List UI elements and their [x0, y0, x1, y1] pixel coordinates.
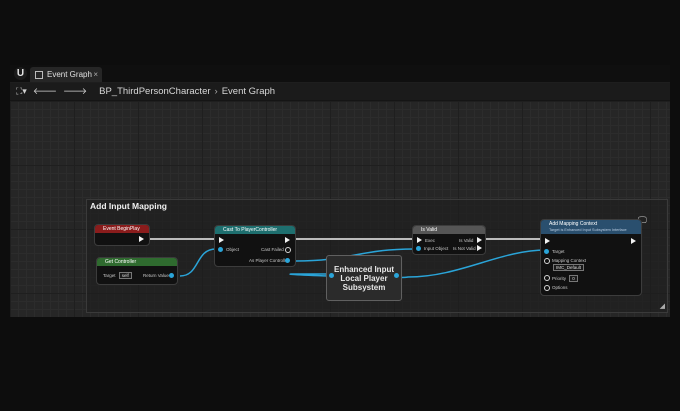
- exec-out-pin[interactable]: [631, 238, 636, 244]
- back-arrow-icon[interactable]: 🡐: [32, 86, 57, 96]
- input-object-label: Input Object: [424, 246, 449, 251]
- node-cast-to-playercontroller[interactable]: Cast To PlayerController Object Cast Fai…: [214, 225, 296, 267]
- node-event-beginplay[interactable]: Event BeginPlay: [94, 224, 150, 246]
- node-header: Cast To PlayerController: [215, 226, 295, 234]
- pin-label: Target: [103, 273, 116, 278]
- subsystem-in-pin[interactable]: [329, 273, 334, 278]
- priority-input[interactable]: 0: [569, 275, 578, 282]
- object-label: Object: [226, 247, 240, 252]
- priority-field: Priority 0: [552, 275, 578, 282]
- node-enhanced-input-subsystem[interactable]: Enhanced Input Local Player Subsystem: [326, 255, 402, 301]
- graph-toolbar: ⛶▾ 🡐 🡒 BP_ThirdPersonCharacter › Event G…: [10, 83, 670, 100]
- tab-bar: U Event Graph ×: [10, 65, 670, 83]
- target-pin: Target self: [103, 272, 132, 279]
- mapping-context-value: IMC_Default: [553, 264, 585, 271]
- exec-in-pin[interactable]: [545, 238, 550, 244]
- subsystem-out-pin[interactable]: [394, 273, 399, 278]
- node-header: Event BeginPlay: [95, 225, 149, 233]
- priority-pin[interactable]: [544, 275, 550, 281]
- node-title: Add Mapping Context: [549, 221, 598, 227]
- exec-label: Exec: [425, 238, 436, 243]
- options-label: Options: [552, 285, 568, 290]
- mapping-context-label: Mapping Context: [552, 258, 587, 263]
- is-not-valid-exec-pin[interactable]: [477, 245, 482, 251]
- exec-out-pin[interactable]: [285, 237, 290, 243]
- as-player-pin[interactable]: [285, 258, 290, 263]
- node-get-controller[interactable]: Get Controller Target self Return Value: [96, 257, 178, 285]
- graph-icon: [35, 70, 43, 79]
- node-label: Enhanced Input Local Player Subsystem: [334, 264, 394, 292]
- exec-in-pin[interactable]: [219, 237, 224, 243]
- cast-failed-pin[interactable]: [285, 247, 291, 253]
- is-valid-exec-pin[interactable]: [477, 237, 482, 243]
- breadcrumb-blueprint[interactable]: BP_ThirdPersonCharacter: [99, 86, 211, 97]
- tab-label: Event Graph: [47, 70, 92, 79]
- node-add-mapping-context[interactable]: Add Mapping Context Target is Enhanced I…: [540, 219, 642, 296]
- monitor-icon: 🖵: [638, 215, 647, 225]
- hierarchy-icon[interactable]: ⛶▾: [16, 86, 27, 96]
- is-not-valid-label: Is Not Valid: [453, 246, 476, 251]
- target-pin[interactable]: [544, 249, 549, 254]
- node-header: Add Mapping Context Target is Enhanced I…: [541, 220, 641, 234]
- tab-event-graph[interactable]: Event Graph ×: [30, 67, 102, 82]
- node-subtitle: Target is Enhanced Input Subsystem Inter…: [549, 228, 627, 232]
- object-wire-1: [179, 248, 217, 277]
- input-object-pin[interactable]: [416, 246, 421, 251]
- unreal-logo-icon: U: [14, 67, 27, 80]
- comment-title: Add Input Mapping: [90, 201, 167, 211]
- cast-failed-label: Cast Failed: [261, 247, 284, 252]
- node-header: Is Valid: [413, 226, 485, 234]
- close-icon[interactable]: ×: [93, 70, 98, 79]
- pin-value[interactable]: self: [118, 272, 132, 279]
- exec-in-pin[interactable]: [417, 237, 422, 243]
- graph-canvas[interactable]: Add Input Mapping ◢ 🖵 Event BeginPlay Ge…: [10, 101, 670, 317]
- return-value-pin[interactable]: [169, 273, 174, 278]
- blueprint-editor: U Event Graph × ⛶▾ 🡐 🡒 BP_ThirdPersonCha…: [10, 65, 670, 317]
- node-header: Get Controller: [97, 258, 177, 266]
- node-is-valid[interactable]: Is Valid Exec Is Valid Input Object Is N…: [412, 225, 486, 255]
- forward-arrow-icon[interactable]: 🡒: [62, 86, 88, 96]
- breadcrumb-separator: ›: [214, 86, 218, 97]
- breadcrumb: BP_ThirdPersonCharacter › Event Graph: [99, 86, 275, 97]
- resize-handle-icon[interactable]: ◢: [659, 303, 665, 310]
- is-valid-label: Is Valid: [459, 238, 474, 243]
- priority-label: Priority: [552, 276, 567, 281]
- mapping-context-pin[interactable]: [544, 258, 550, 264]
- exec-out-pin[interactable]: [139, 236, 144, 242]
- breadcrumb-graph[interactable]: Event Graph: [221, 86, 276, 97]
- as-player-label: As Player Controller: [249, 258, 290, 263]
- options-pin[interactable]: [544, 285, 550, 291]
- mapping-context-dropdown[interactable]: IMC_Default: [551, 264, 585, 271]
- object-pin[interactable]: [218, 247, 223, 252]
- target-label: Target: [552, 249, 565, 254]
- return-value-label: Return Value: [143, 273, 169, 278]
